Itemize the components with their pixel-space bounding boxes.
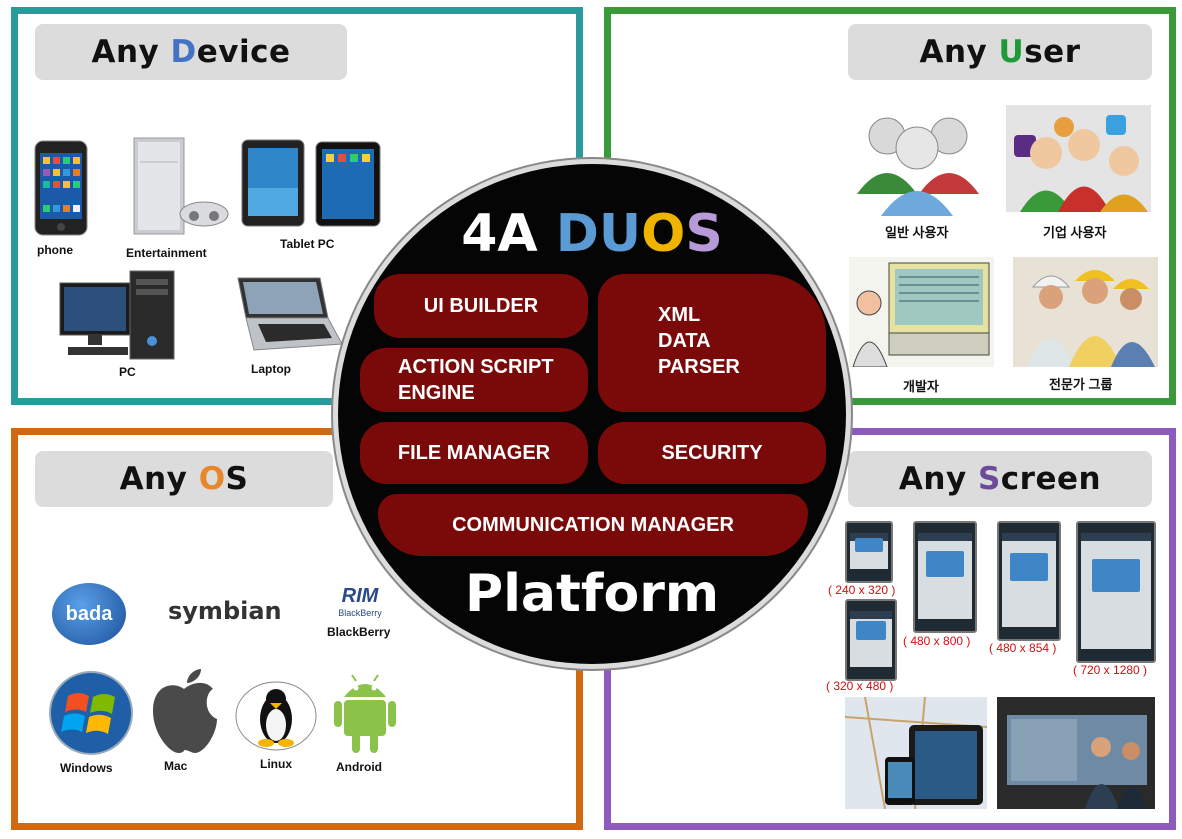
device-label-entertainment: Entertainment — [126, 246, 207, 260]
title-rest: S — [225, 461, 249, 497]
title-prefix: Any — [119, 461, 199, 497]
bada-logo: bada — [52, 583, 126, 645]
device-label-pc: PC — [119, 365, 136, 379]
rim-logo-text: RIM — [341, 585, 379, 607]
platform-subtitle: Platform — [464, 564, 720, 624]
user-label-enterprise: 기업 사용자 — [1043, 225, 1107, 240]
title-accent: U — [998, 34, 1025, 70]
resolution-480x800: ( 480 x 800 ) — [903, 634, 971, 648]
laptop-icon — [237, 277, 343, 351]
screen-mockup-480x854 — [997, 521, 1061, 641]
user-label-general: 일반 사용자 — [885, 225, 949, 240]
smartphone-icon — [34, 140, 88, 236]
screen-mockup-480x800 — [913, 521, 977, 633]
title-rest: creen — [1000, 461, 1102, 497]
os-label-windows: Windows — [60, 761, 113, 775]
user-label-expert: 전문가 그룹 — [1049, 377, 1113, 392]
apple-logo — [153, 669, 217, 753]
screen-mockup-240x320 — [845, 521, 893, 583]
module-file-manager: FILE MANAGER — [360, 422, 588, 484]
large-display-image — [997, 697, 1155, 809]
module-xml-line1: XML — [658, 304, 701, 326]
brand-letter-u: U — [598, 204, 642, 264]
module-ui-builder: UI BUILDER — [374, 274, 588, 338]
module-xml-line3: PARSER — [658, 356, 740, 378]
title-accent: D — [170, 34, 197, 70]
tablet-icon — [241, 139, 381, 227]
platform-brand-title: 4A DUOS — [338, 204, 846, 264]
device-label-phone: phone — [37, 243, 73, 257]
tablet-map-image — [844, 696, 988, 810]
general-users-icon — [857, 117, 979, 216]
module-communication-manager: COMMUNICATION MANAGER — [378, 494, 808, 556]
title-prefix: Any — [898, 461, 978, 497]
resolution-480x854: ( 480 x 854 ) — [989, 641, 1057, 655]
module-security: SECURITY — [598, 422, 826, 484]
desktop-pc-icon — [59, 270, 175, 360]
module-ui-builder-label: UI BUILDER — [423, 294, 539, 317]
user-label-developer: 개발자 — [903, 379, 939, 394]
rim-logo: RIM BlackBerry — [330, 585, 390, 618]
title-prefix: Any — [91, 34, 171, 70]
title-accent: O — [198, 461, 226, 497]
screen-mockup-320x480 — [845, 599, 897, 681]
title-rest: evice — [196, 34, 291, 70]
brand-letter-s: S — [685, 204, 723, 264]
title-accent: S — [977, 461, 1001, 497]
module-action-line1: ACTION SCRIPT — [398, 356, 554, 378]
module-xml-line2: DATA — [658, 330, 711, 352]
module-action-script-engine: ACTION SCRIPT ENGINE — [360, 348, 588, 412]
brand-letter-d: D — [555, 204, 599, 264]
device-label-tablet: Tablet PC — [280, 237, 335, 251]
resolution-320x480: ( 320 x 480 ) — [826, 679, 894, 693]
game-console-icon — [133, 137, 229, 235]
blackberry-logo-text: BlackBerry — [338, 608, 382, 618]
resolution-720x1280: ( 720 x 1280 ) — [1073, 663, 1148, 677]
module-communication-label: COMMUNICATION MANAGER — [452, 513, 734, 536]
module-action-line2: ENGINE — [398, 382, 475, 404]
device-label-laptop: Laptop — [251, 362, 291, 376]
os-label-mac: Mac — [164, 759, 188, 773]
bada-logo-text: bada — [65, 602, 113, 625]
symbian-logo: symbian — [168, 597, 282, 625]
title-rest: ser — [1024, 34, 1081, 70]
os-label-linux: Linux — [260, 757, 292, 771]
module-file-manager-label: FILE MANAGER — [397, 441, 551, 464]
os-label-blackberry: BlackBerry — [327, 625, 391, 639]
resolution-240x320: ( 240 x 320 ) — [828, 583, 896, 597]
developer-image — [849, 257, 994, 368]
title-prefix: Any — [919, 34, 999, 70]
brand-letter-o: O — [641, 204, 686, 264]
module-xml-data-parser: XML DATA PARSER — [598, 274, 826, 412]
enterprise-users-image — [1006, 105, 1151, 212]
brand-prefix: 4A — [461, 204, 556, 264]
duos-platform-core: 4A DUOS UI BUILDER XML DATA PARSER ACTIO… — [338, 164, 846, 664]
os-label-android: Android — [336, 760, 382, 774]
android-logo — [334, 674, 396, 753]
windows-logo — [49, 671, 133, 755]
screen-mockup-720x1280 — [1076, 521, 1156, 663]
module-security-label: SECURITY — [661, 441, 763, 464]
expert-group-image — [1013, 257, 1158, 367]
linux-tux-logo — [235, 681, 317, 751]
